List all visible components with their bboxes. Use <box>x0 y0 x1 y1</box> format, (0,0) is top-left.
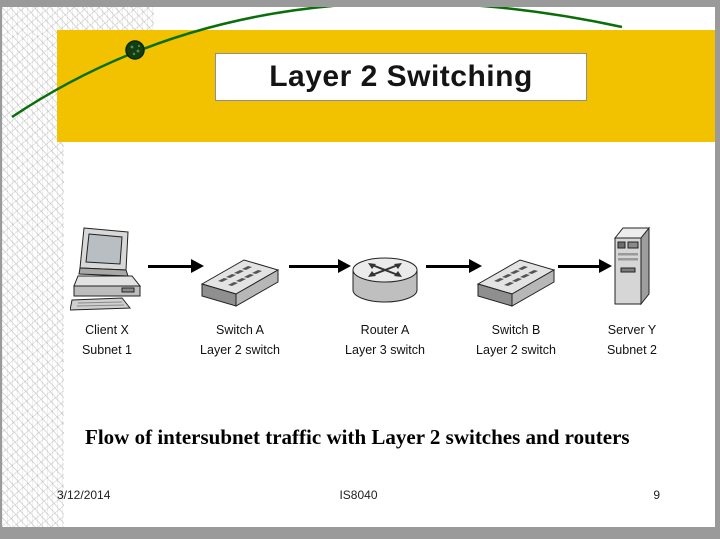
router-icon <box>330 212 440 312</box>
node-label: Switch B <box>491 323 541 337</box>
slide-footer: 3/12/2014 IS8040 9 <box>2 488 715 506</box>
diagram-node-server: Server Y Subnet 2 <box>577 212 687 360</box>
server-tower-icon <box>577 212 687 312</box>
node-label: Client X <box>85 323 129 337</box>
slide-caption: Flow of intersubnet traffic with Layer 2… <box>85 425 630 449</box>
arrow-switch-a-to-router <box>289 259 351 273</box>
diagram-node-switch-a: Switch A Layer 2 switch <box>185 212 295 360</box>
node-label: Switch A <box>216 323 264 337</box>
footer-date: 3/12/2014 <box>57 488 111 502</box>
footer-course: IS8040 <box>339 488 378 502</box>
arrow-router-to-switch-b <box>426 259 482 273</box>
desktop-computer-icon <box>52 212 162 312</box>
node-sublabel: Layer 2 switch <box>200 343 280 357</box>
node-sublabel: Layer 3 switch <box>345 343 425 357</box>
node-sublabel: Subnet 2 <box>606 343 658 357</box>
node-sublabel: Subnet 1 <box>81 343 133 357</box>
slide-title: Layer 2 Switching <box>269 60 533 93</box>
title-box: Layer 2 Switching <box>215 53 587 101</box>
diagram-node-switch-b: Switch B Layer 2 switch <box>461 212 571 360</box>
node-label: Server Y <box>607 323 657 337</box>
network-switch-icon <box>185 212 295 312</box>
diagram-node-router: Router A Layer 3 switch <box>330 212 440 360</box>
diagram-node-client: Client X Subnet 1 <box>52 212 162 360</box>
footer-page-number: 9 <box>653 488 660 502</box>
arrow-client-to-switch-a <box>148 259 204 273</box>
network-switch-icon <box>461 212 571 312</box>
slide-canvas: Layer 2 Switching <box>2 7 715 527</box>
arrow-switch-b-to-server <box>558 259 612 273</box>
node-label: Router A <box>360 323 410 337</box>
node-sublabel: Layer 2 switch <box>476 343 556 357</box>
